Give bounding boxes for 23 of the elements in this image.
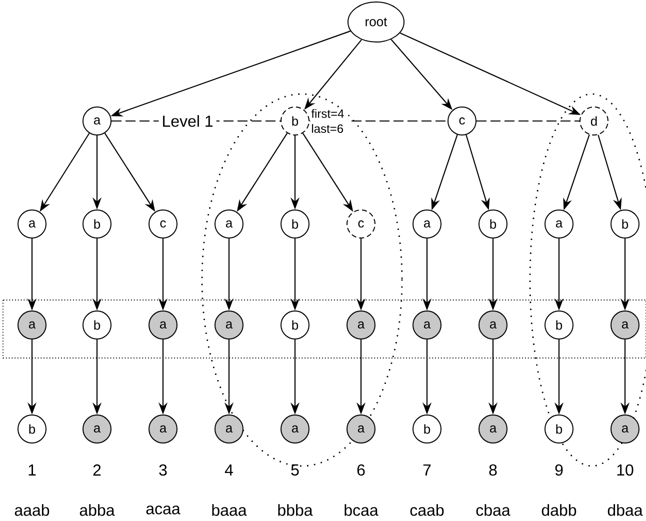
edge-label: Level 1 [158,112,216,130]
leaf-number: 3 [159,464,167,476]
leaf-number: 7 [423,464,431,476]
key-string: dabb [542,504,576,516]
key-string: aaab [14,504,50,516]
leaf-number: 9 [555,464,563,476]
range-note: first=4 last=6 [311,109,344,133]
leaf-number: 10 [617,464,634,476]
leaf-number: 1 [28,464,36,476]
leaf-number: 8 [489,464,497,476]
key-string: bcaa [344,504,378,516]
leaf-number: 6 [357,464,365,476]
key-string: cbaa [476,504,510,516]
key-string: bbba [278,504,313,516]
key-string: abba [80,504,115,516]
leaf-number: 2 [93,464,101,476]
leaf-number: 4 [224,464,233,476]
dashed-line [476,120,580,122]
key-string: baaa [212,504,247,516]
key-string: dbaa [608,504,643,516]
key-string: acaa [146,506,180,514]
key-string: caab [410,504,444,516]
leaf-number: 5 [291,464,299,476]
